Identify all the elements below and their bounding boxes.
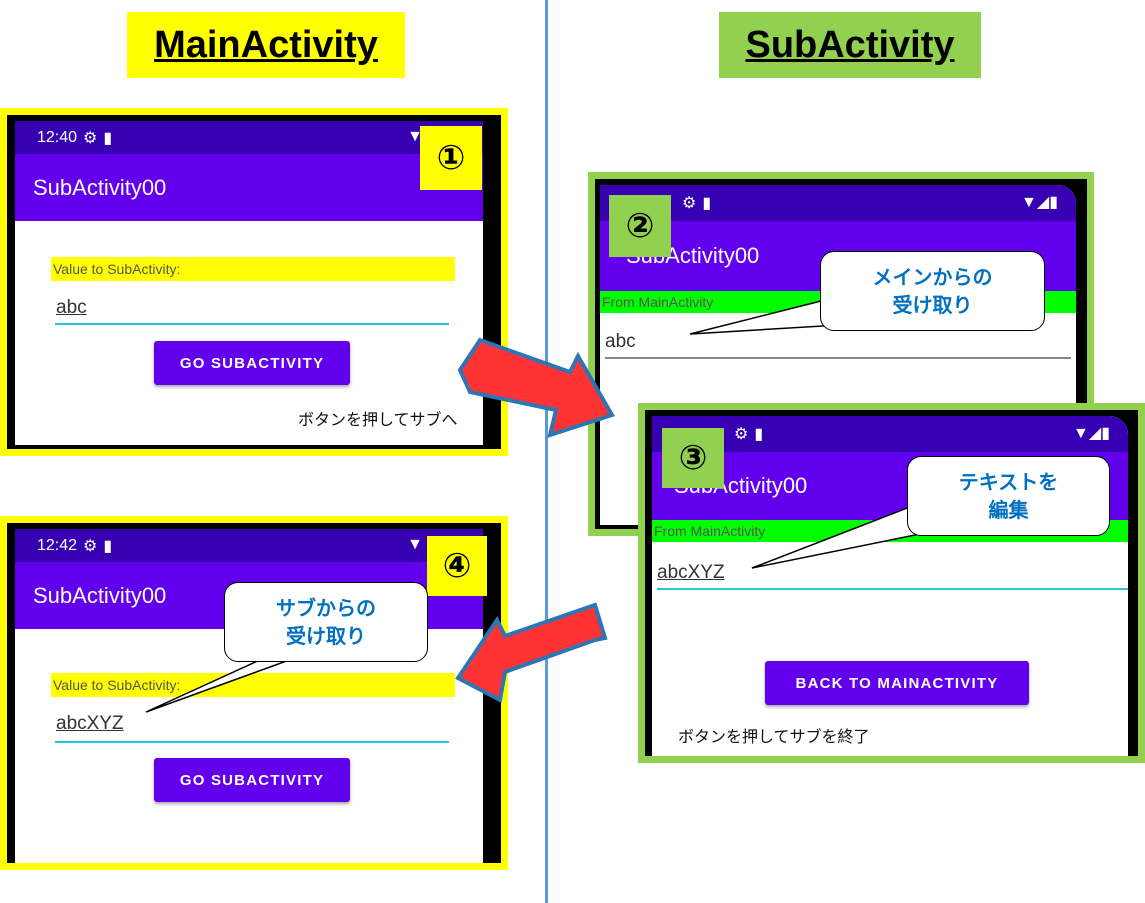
sd-card-icon: ▮ xyxy=(103,129,113,147)
field-label: Value to SubActivity: xyxy=(51,673,455,697)
input-underline xyxy=(55,741,449,743)
screen-1-frame: 12:40 ⚙ ▮ ▼ SubActivity00 Value to SubAc… xyxy=(0,108,508,456)
callout-4: サブからの 受け取り xyxy=(224,582,428,662)
gear-icon: ⚙ xyxy=(83,537,98,555)
callout-2-line2: 受け取り xyxy=(892,293,973,317)
sd-card-icon: ▮ xyxy=(754,426,764,443)
app-bar: SubActivity00 xyxy=(15,154,483,221)
status-time: 12:40 xyxy=(37,128,78,146)
arrow-left-icon xyxy=(455,602,608,704)
caption: ボタンを押してサブを終了 xyxy=(678,727,870,746)
badge-4: ④ xyxy=(427,536,487,596)
signal-icon: ▼◢▮ xyxy=(1021,194,1058,211)
back-to-mainactivity-button[interactable]: BACK TO MAINACTIVITY xyxy=(765,661,1029,705)
wifi-icon: ▼ xyxy=(407,536,423,553)
callout-tail-3 xyxy=(751,504,932,569)
go-subactivity-button[interactable]: GO SUBACTIVITY xyxy=(154,341,350,385)
field-label: Value to SubActivity: xyxy=(51,257,455,281)
value-input[interactable]: abcXYZ xyxy=(657,562,725,583)
sd-card-icon: ▮ xyxy=(103,537,113,555)
callout-3-line2: 編集 xyxy=(988,498,1029,522)
wifi-icon: ▼ xyxy=(407,128,423,145)
status-bar: ⚙ ▮ ▼◢▮ xyxy=(600,185,1076,221)
arrow-right-icon xyxy=(457,337,615,438)
app-title: SubActivity00 xyxy=(33,582,167,608)
status-bar: ⚙ ▮ ▼◢▮ xyxy=(652,416,1128,452)
badge-1: ① xyxy=(420,126,482,190)
input-underline xyxy=(657,588,1128,590)
gear-icon: ⚙ xyxy=(734,426,749,443)
heading-main-activity: MainActivity xyxy=(127,12,405,78)
gear-icon: ⚙ xyxy=(682,195,697,212)
column-divider xyxy=(545,0,548,903)
value-input[interactable]: abc xyxy=(56,297,87,318)
callout-4-line2: 受け取り xyxy=(286,624,366,648)
status-time: 12:42 xyxy=(37,536,78,554)
input-underline xyxy=(605,357,1071,359)
value-input[interactable]: abc xyxy=(605,331,636,352)
value-input[interactable]: abcXYZ xyxy=(56,713,124,734)
go-subactivity-button[interactable]: GO SUBACTIVITY xyxy=(154,758,350,802)
heading-sub-activity: SubActivity xyxy=(719,12,981,78)
callout-3: テキストを 編集 xyxy=(907,456,1110,536)
callout-2-line1: メインからの xyxy=(872,265,993,289)
callout-2: メインからの 受け取り xyxy=(820,251,1045,331)
callout-3-line1: テキストを xyxy=(958,470,1059,494)
screen-1: 12:40 ⚙ ▮ ▼ SubActivity00 Value to SubAc… xyxy=(15,121,483,445)
badge-3: ③ xyxy=(662,428,724,488)
caption: ボタンを押してサブへ xyxy=(298,410,458,429)
gear-icon: ⚙ xyxy=(83,129,98,147)
callout-4-line1: サブからの xyxy=(276,596,376,620)
status-bar: 12:42 ⚙ ▮ ▼ xyxy=(15,529,483,562)
signal-icon: ▼◢▮ xyxy=(1073,425,1110,442)
sd-card-icon: ▮ xyxy=(702,195,712,212)
status-bar: 12:40 ⚙ ▮ ▼ xyxy=(15,121,483,154)
badge-2: ② xyxy=(609,195,671,257)
input-underline xyxy=(55,323,449,325)
callout-tail-4 xyxy=(145,658,293,713)
app-title: SubActivity00 xyxy=(33,174,167,200)
callout-tail-2 xyxy=(689,299,842,335)
